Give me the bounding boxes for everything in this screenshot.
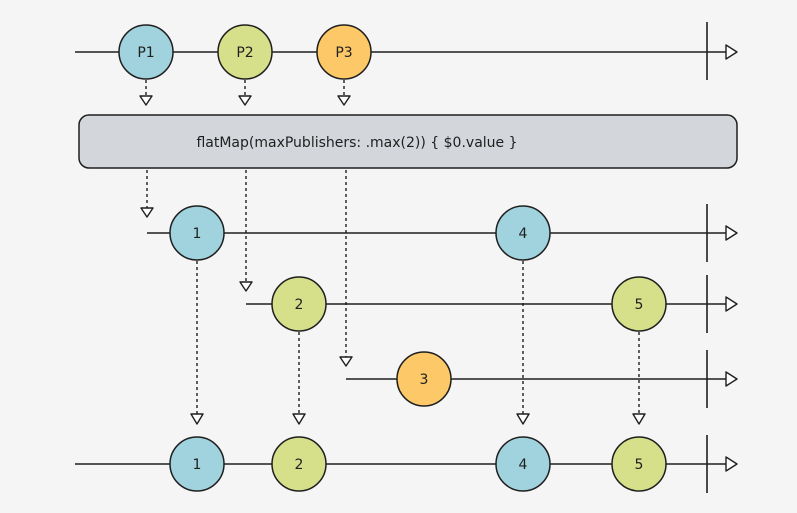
marble-circle bbox=[271, 276, 327, 332]
output-timeline: 1 2 4 5 bbox=[75, 435, 738, 493]
marble-label: 5 bbox=[635, 457, 644, 473]
output-marble-2: 2 bbox=[271, 436, 327, 492]
marble-circle bbox=[396, 351, 452, 407]
down-arrow-icon bbox=[516, 413, 530, 425]
source-timeline-arrow bbox=[725, 44, 738, 60]
down-arrow-icon bbox=[292, 413, 306, 425]
inner-timeline-arrow bbox=[725, 296, 738, 312]
marble-label: P1 bbox=[137, 45, 154, 61]
output-marble-4: 4 bbox=[495, 436, 551, 492]
down-arrow-icon bbox=[339, 356, 353, 367]
marble-label: 1 bbox=[193, 457, 202, 473]
inner-marble-3: 3 bbox=[396, 351, 452, 407]
marble-label: 5 bbox=[635, 297, 644, 313]
down-arrow-icon bbox=[337, 95, 351, 106]
marble-label: P3 bbox=[335, 45, 352, 61]
operator-box-rect bbox=[78, 114, 738, 169]
marble-circle bbox=[169, 205, 225, 261]
marble-label: 4 bbox=[519, 457, 528, 473]
operator-box: flatMap(maxPublishers: .max(2)) { $0.val… bbox=[78, 114, 738, 169]
output-marble-1: 1 bbox=[169, 436, 225, 492]
operator-to-inner-connectors bbox=[140, 170, 353, 367]
output-marble-5: 5 bbox=[611, 436, 667, 492]
marble-circle bbox=[495, 205, 551, 261]
marble-circle bbox=[118, 24, 174, 80]
inner-marble-2: 2 bbox=[271, 276, 327, 332]
marble-circle bbox=[217, 24, 273, 80]
inner-marble-4: 4 bbox=[495, 205, 551, 261]
inner-timeline-arrow bbox=[725, 371, 738, 387]
source-marble-p1: P1 bbox=[118, 24, 174, 80]
marble-circle bbox=[271, 436, 327, 492]
operator-label: flatMap(maxPublishers: .max(2)) { $0.val… bbox=[196, 135, 517, 151]
down-arrow-icon bbox=[632, 413, 646, 425]
marble-label: 1 bbox=[193, 226, 202, 242]
down-arrow-icon bbox=[190, 413, 204, 425]
inner-timeline-arrow bbox=[725, 225, 738, 241]
inner-marble-1: 1 bbox=[169, 205, 225, 261]
output-timeline-arrow bbox=[725, 456, 738, 472]
marble-label: 2 bbox=[295, 297, 304, 313]
inner-timeline-2: 2 5 bbox=[246, 275, 738, 333]
marble-circle bbox=[169, 436, 225, 492]
marble-circle bbox=[495, 436, 551, 492]
marble-label: 2 bbox=[295, 457, 304, 473]
down-arrow-icon bbox=[139, 95, 153, 106]
source-marble-p2: P2 bbox=[217, 24, 273, 80]
marble-circle bbox=[611, 436, 667, 492]
down-arrow-icon bbox=[238, 95, 252, 106]
inner-to-output-connectors bbox=[190, 261, 646, 425]
inner-timeline-1: 1 4 bbox=[147, 204, 738, 262]
marble-label: 4 bbox=[519, 226, 528, 242]
marble-circle bbox=[611, 276, 667, 332]
marble-label: 3 bbox=[420, 372, 429, 388]
inner-marble-5: 5 bbox=[611, 276, 667, 332]
source-marble-p3: P3 bbox=[316, 24, 372, 80]
source-to-operator-connectors bbox=[139, 80, 351, 106]
down-arrow-icon bbox=[239, 281, 253, 292]
marble-label: P2 bbox=[236, 45, 253, 61]
inner-timeline-3: 3 bbox=[346, 350, 738, 408]
down-arrow-icon bbox=[140, 207, 154, 218]
marble-circle bbox=[316, 24, 372, 80]
source-timeline: P1 P2 P3 bbox=[75, 22, 738, 80]
